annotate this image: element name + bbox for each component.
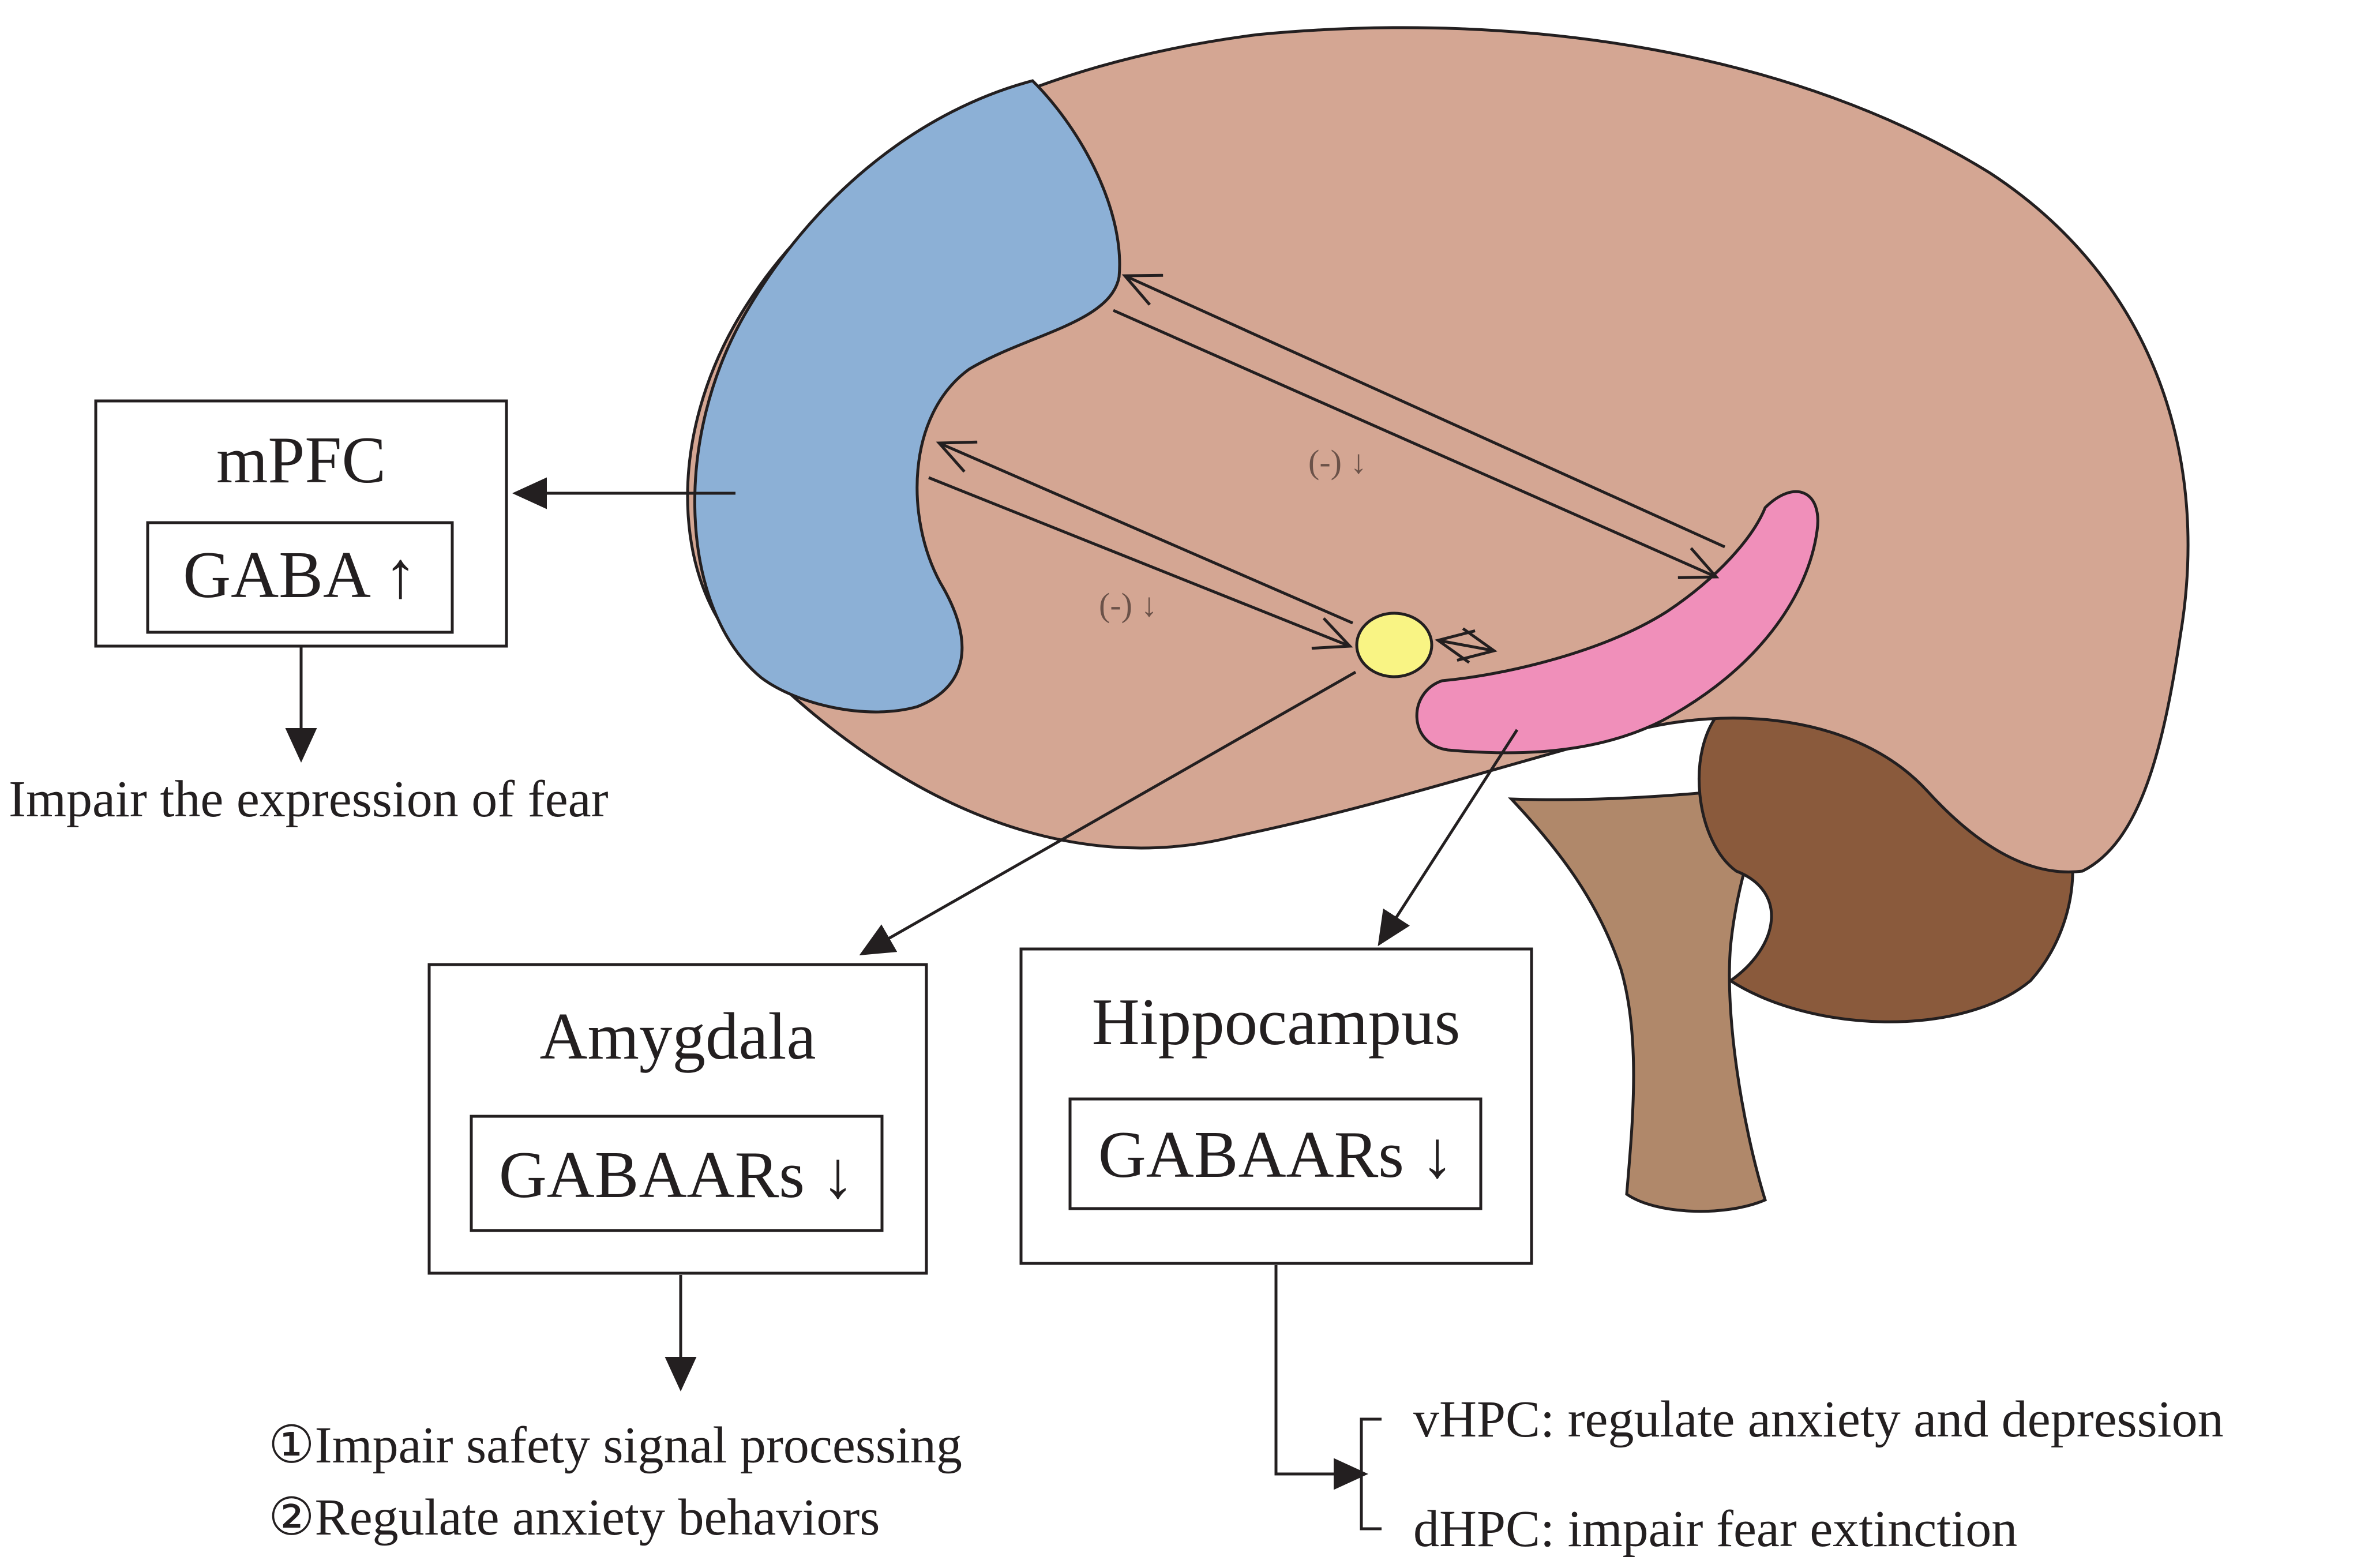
pathway-mpfc-to-amygdala-arrow [928,476,1350,646]
hippocampus-title: Hippocampus [1092,985,1461,1059]
mpfc-marker-box [146,521,454,634]
mpfc-region [693,79,1121,714]
lower-pathway-label: (-) ↓ [1099,586,1157,624]
amygdala-title: Amygdala [539,1000,816,1073]
hippocampus-region [1415,490,1819,755]
mpfc-title: mPFC [216,423,386,497]
amygdala-label-arrow [859,670,1357,955]
upper-pathway-label: (-) ↓ [1308,443,1367,481]
pathway-amygdala-to-mpfc-arrow [939,443,1353,625]
dhpc-note: dHPC: impair fear extinction [1413,1501,2017,1558]
hippocampus-marker: GABAARs ↓ [1098,1118,1454,1191]
amygdala-marker: GABAARs ↓ [499,1138,855,1211]
amygdala-marker-box [470,1115,884,1232]
vhpc-note: vHPC: regulate anxiety and depression [1413,1391,2224,1448]
pathway-hippocampus-to-mpfc-arrow [1125,276,1726,549]
hippocampus-bracket [1360,1417,1382,1531]
amygdala-effect-2: ②Regulate anxiety behaviors [268,1489,880,1546]
pathway-mpfc-to-hippocampus-arrow [1112,309,1716,577]
amygdala-effect-1: ①Impair safety signal processing [268,1417,962,1474]
hippocampus-connector [1274,1265,1368,1490]
pathway-amygdala-hippocampus-arrow [1438,640,1494,651]
hippocampus-label-arrow [1378,729,1519,947]
amygdala-region [1355,612,1433,678]
mpfc-effect: Impair the expression of fear [9,771,609,828]
mpfc-marker: GABA ↑ [183,538,417,612]
hippocampus-marker-box [1068,1097,1482,1210]
